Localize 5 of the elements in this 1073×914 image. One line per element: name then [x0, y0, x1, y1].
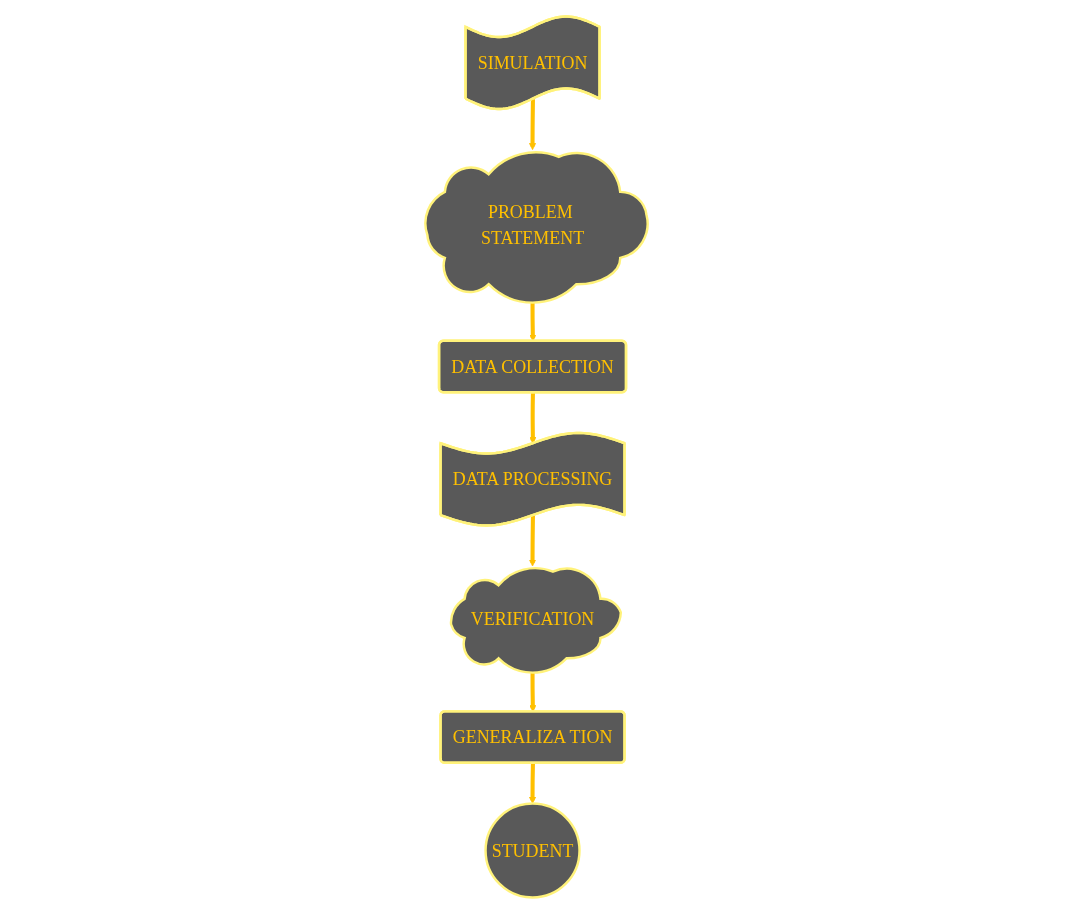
arrow — [528, 515, 537, 567]
node-circle: STUDENT — [484, 802, 581, 899]
arrow — [528, 99, 537, 151]
arrow — [528, 763, 537, 804]
arrow — [529, 392, 537, 444]
